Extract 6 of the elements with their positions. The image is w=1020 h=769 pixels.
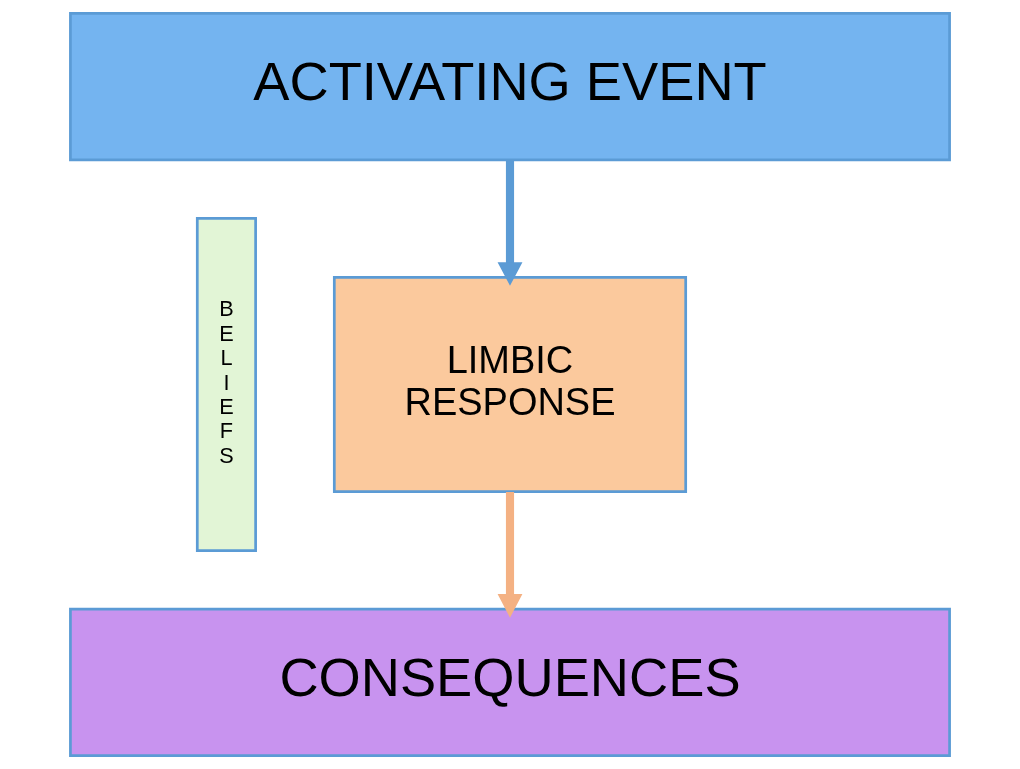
node-box: BELIEFS bbox=[195, 216, 257, 553]
node-box: LIMBIC RESPONSE bbox=[332, 275, 688, 494]
node-box: ACTIVATING EVENT bbox=[69, 12, 951, 162]
node-box: CONSEQUENCES bbox=[69, 607, 951, 757]
arrow bbox=[497, 492, 523, 618]
arrow bbox=[497, 160, 523, 286]
